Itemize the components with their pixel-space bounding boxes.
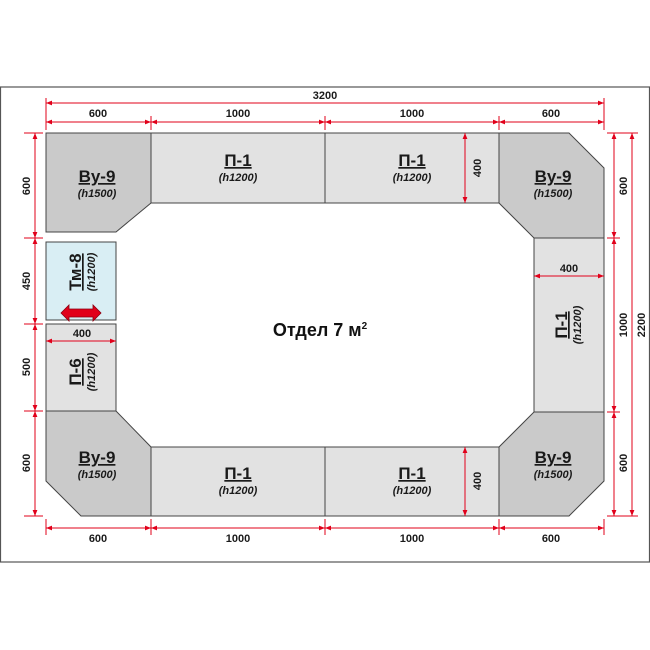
- module-height: (h1500): [534, 469, 573, 481]
- module-tm8: Тм-8 (h1200): [45, 241, 117, 322]
- dim-bottom-4: 600: [542, 533, 560, 545]
- module-p6: П-6 (h1200): [45, 323, 117, 412]
- module-name: Тм-8: [66, 253, 85, 290]
- department-title: Отдел 7 м2: [273, 320, 368, 340]
- module-height: (h1200): [393, 172, 432, 184]
- dim-top-2: 1000: [226, 108, 250, 120]
- dim-depth-top: 400: [472, 159, 484, 177]
- module-name: Ву-9: [79, 448, 116, 467]
- dim-depth-p6: 400: [73, 328, 91, 340]
- dim-depth-bottom: 400: [472, 472, 484, 490]
- dim-top-3: 1000: [400, 108, 424, 120]
- module-height: (h1200): [219, 172, 258, 184]
- dim-bottom-1: 600: [89, 533, 107, 545]
- dim-total-height: 2200: [636, 313, 648, 337]
- module-name: Ву-9: [79, 167, 116, 186]
- module-p1-top-2: П-1 (h1200): [324, 132, 500, 204]
- module-vu9-bottom-right: Ву-9 (h1500): [498, 411, 605, 517]
- module-height: (h1200): [219, 485, 258, 497]
- dim-right-1: 600: [618, 177, 630, 195]
- dim-depth-right: 400: [560, 263, 578, 275]
- module-name: П-1: [224, 464, 251, 483]
- module-height: (h1200): [86, 352, 98, 391]
- dim-right-3: 600: [618, 454, 630, 472]
- module-name: П-1: [552, 311, 571, 338]
- dim-top-4: 600: [542, 108, 560, 120]
- module-name: П-1: [398, 464, 425, 483]
- module-name: П-1: [224, 151, 251, 170]
- dim-left-2: 450: [21, 272, 33, 290]
- dim-top-1: 600: [89, 108, 107, 120]
- dim-right-2: 1000: [618, 313, 630, 337]
- module-height: (h1200): [393, 485, 432, 497]
- dim-left-1: 600: [21, 177, 33, 195]
- module-height: (h1500): [534, 188, 573, 200]
- module-height: (h1500): [78, 188, 117, 200]
- module-name: П-6: [66, 358, 85, 385]
- module-height: (h1500): [78, 469, 117, 481]
- module-p1-bottom-2: П-1 (h1200): [324, 446, 500, 517]
- dim-left-4: 600: [21, 454, 33, 472]
- dim-bottom-3: 1000: [400, 533, 424, 545]
- dim-bottom-2: 1000: [226, 533, 250, 545]
- module-vu9-bottom-left: Ву-9 (h1500): [45, 410, 152, 517]
- module-p1-top-1: П-1 (h1200): [150, 132, 326, 204]
- module-name: Ву-9: [535, 167, 572, 186]
- module-name: Ву-9: [535, 448, 572, 467]
- module-height: (h1200): [86, 252, 98, 291]
- module-p1-right: П-1 (h1200): [533, 237, 605, 413]
- dim-left-3: 500: [21, 358, 33, 376]
- dim-total-width: 3200: [313, 90, 337, 102]
- module-height: (h1200): [572, 305, 584, 344]
- module-p1-bottom-1: П-1 (h1200): [150, 446, 326, 517]
- module-name: П-1: [398, 151, 425, 170]
- double-arrow-icon: [60, 304, 102, 322]
